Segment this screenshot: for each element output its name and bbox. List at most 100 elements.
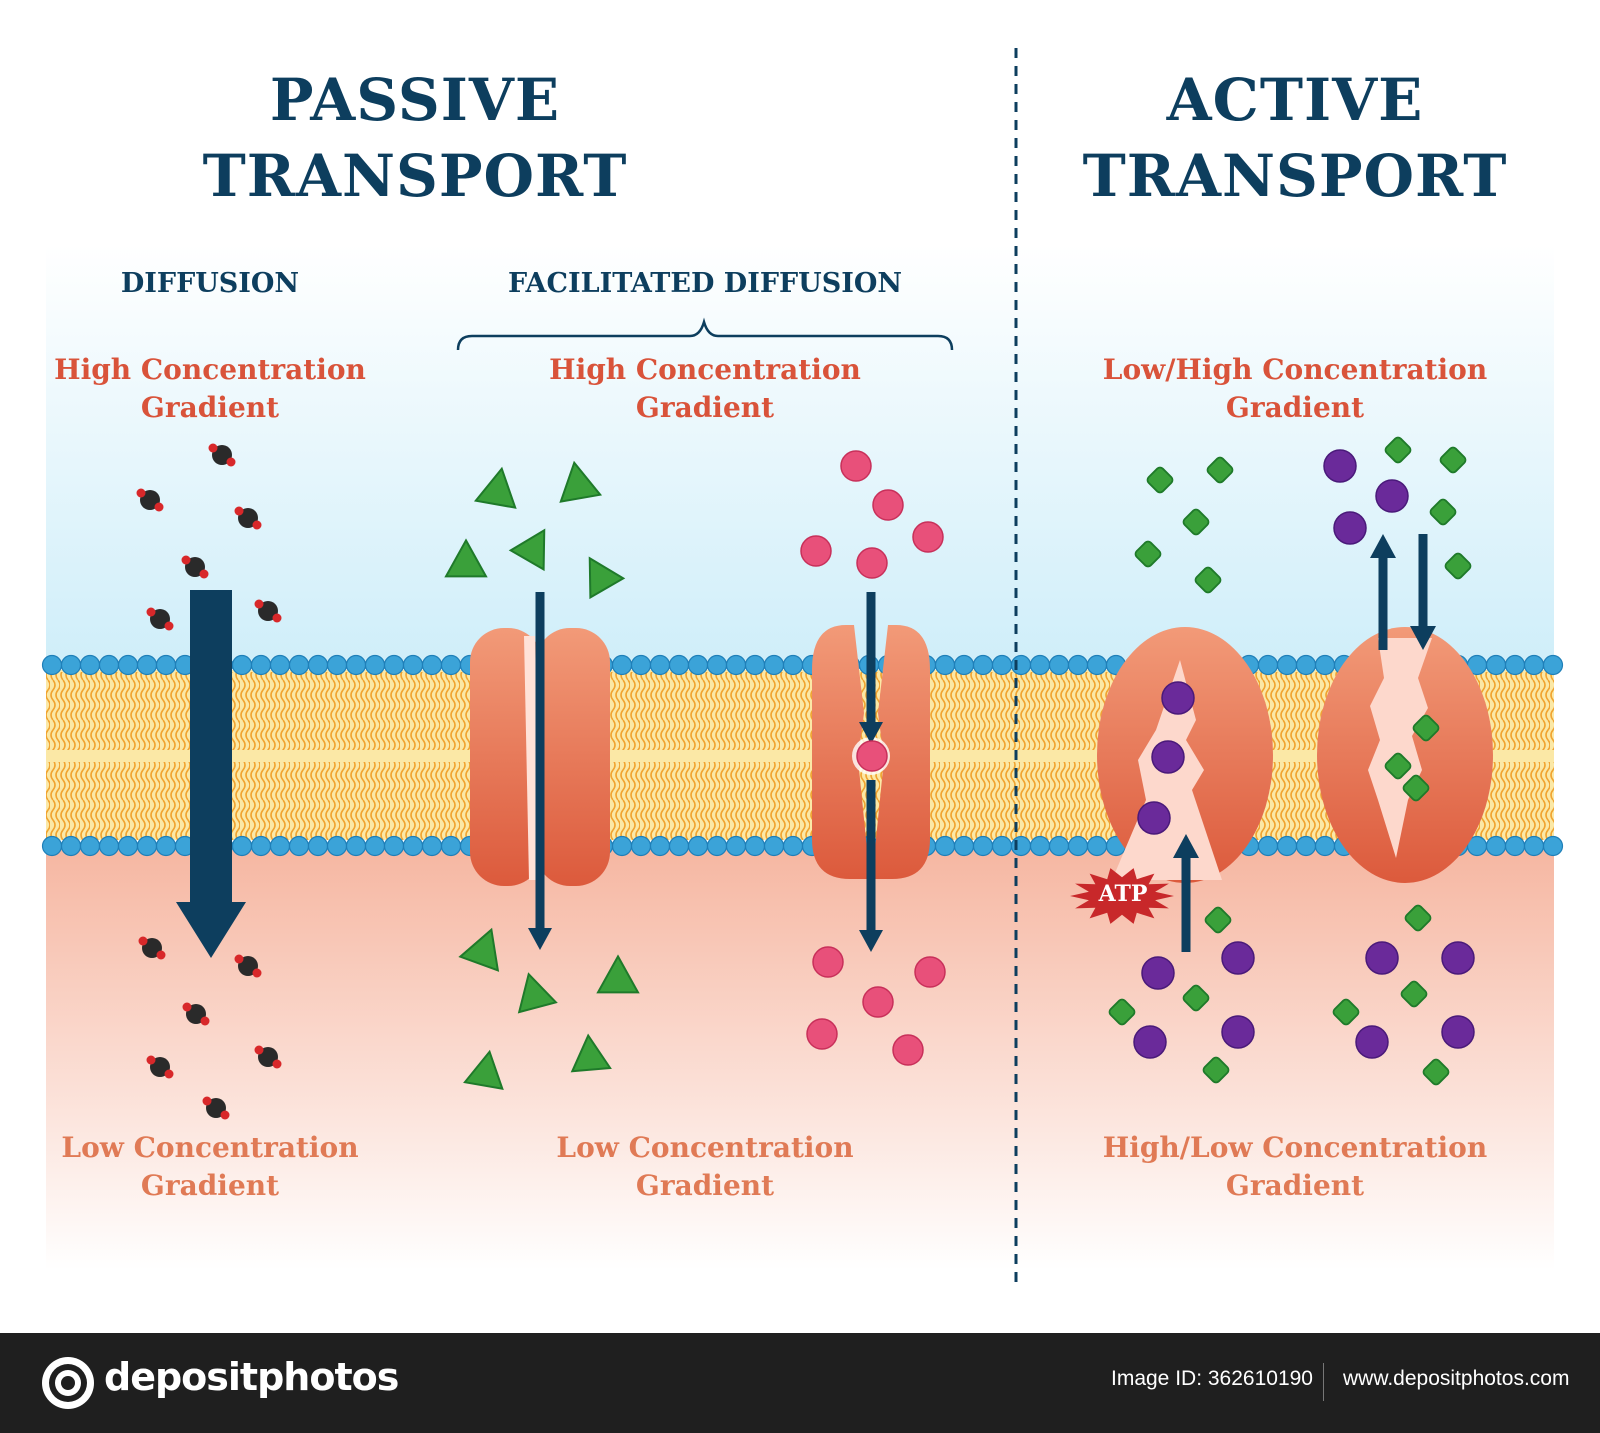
active-title-line1: ACTIVE: [1166, 66, 1424, 134]
phospholipid-head: [402, 654, 424, 676]
green-molecule: [1204, 906, 1232, 934]
pump-2-arrows: [1370, 534, 1436, 650]
facilitated-top-line2: Gradient: [635, 391, 775, 424]
atp-label: ATP: [1098, 881, 1148, 907]
green-molecule: [1202, 1056, 1230, 1084]
footer-bar: depositphotos Image ID: 362610190 www.de…: [0, 1333, 1600, 1433]
phospholipid-head: [155, 835, 177, 857]
purple-molecule: [1133, 1025, 1167, 1059]
diffusion-arrow: [176, 590, 246, 958]
phospholipid-head: [630, 654, 652, 676]
diffusion-molecule: [181, 555, 209, 579]
diffusion-top-line2: Gradient: [140, 391, 280, 424]
phospholipid-head: [1010, 654, 1032, 676]
facilitated-brace: [456, 317, 954, 351]
diffusion-bottom-line2: Gradient: [140, 1169, 280, 1202]
phospholipid-head: [611, 654, 633, 676]
footer-website: www.depositphotos.com: [1343, 1367, 1570, 1390]
passive-title-line2: TRANSPORT: [202, 142, 628, 210]
phospholipid-head: [345, 835, 367, 857]
phospholipid-head: [782, 835, 804, 857]
purple-molecule: [1365, 941, 1399, 975]
triangle-molecule: [463, 1049, 504, 1091]
pink-molecule: [856, 547, 888, 579]
purple-molecule: [1221, 1015, 1255, 1049]
active-bottom-gradient: High/Low Concentration Gradient: [1095, 1129, 1495, 1205]
phospholipid-head: [649, 654, 671, 676]
phospholipid-head: [934, 654, 956, 676]
diffusion-bottom-line1: Low Concentration: [61, 1131, 359, 1164]
green-molecule: [1422, 1058, 1450, 1086]
phospholipid-head: [79, 654, 101, 676]
phospholipid-head: [60, 654, 82, 676]
facilitated-diffusion-label: FACILITATED DIFFUSION: [507, 268, 903, 299]
footer-divider: [1323, 1363, 1324, 1401]
green-molecule: [1402, 774, 1430, 802]
channel-protein: [470, 628, 610, 886]
phospholipid-head: [250, 835, 272, 857]
phospholipid-head: [953, 654, 975, 676]
active-molecules: [1108, 436, 1475, 1086]
phospholipid-head: [953, 835, 975, 857]
phospholipid-head: [117, 654, 139, 676]
green-molecule: [1412, 714, 1440, 742]
diffusion-molecule: [254, 1045, 282, 1069]
phospholipid-head: [98, 654, 120, 676]
active-bottom-line1: High/Low Concentration: [1102, 1131, 1488, 1164]
pink-molecule: [892, 1034, 924, 1066]
purple-molecule: [1141, 956, 1175, 990]
phospholipid-head: [269, 654, 291, 676]
phospholipid-head: [421, 654, 443, 676]
green-molecule: [1384, 752, 1412, 780]
phospholipid-head: [41, 835, 63, 857]
triangle-molecule: [559, 460, 603, 503]
phospholipid-head: [706, 835, 728, 857]
carrier-arrow: [859, 592, 883, 952]
phospholipid-head: [1086, 654, 1108, 676]
phospholipid-head: [744, 835, 766, 857]
diffusion-molecule: [254, 599, 282, 623]
purple-molecule: [1323, 449, 1357, 483]
purple-molecule: [1441, 941, 1475, 975]
green-molecule: [1332, 998, 1360, 1026]
phospholipid-head: [1029, 835, 1051, 857]
footer-image-id: Image ID: 362610190: [1111, 1367, 1313, 1390]
phospholipid-head: [1485, 835, 1507, 857]
purple-molecule: [1161, 681, 1195, 715]
phospholipid-head: [763, 835, 785, 857]
phospholipid-head: [364, 835, 386, 857]
green-molecule: [1182, 984, 1210, 1012]
pink-molecule: [914, 956, 946, 988]
phospholipid-head: [1067, 654, 1089, 676]
phospholipid-head: [1542, 654, 1564, 676]
phospholipid-head: [440, 654, 462, 676]
purple-molecule: [1221, 941, 1255, 975]
green-molecule: [1146, 466, 1174, 494]
diffusion-molecule: [208, 443, 236, 467]
green-molecule: [1429, 498, 1457, 526]
triangle-molecule: [517, 972, 558, 1014]
phospholipid-head: [991, 654, 1013, 676]
green-molecule: [1400, 980, 1428, 1008]
phospholipid-head: [155, 654, 177, 676]
active-top-line1: Low/High Concentration: [1102, 353, 1488, 386]
purple-molecule: [1375, 479, 1409, 513]
phospholipid-head: [307, 654, 329, 676]
phospholipid-head: [1048, 654, 1070, 676]
channel-molecules: [444, 460, 640, 1091]
active-title: ACTIVE TRANSPORT: [1060, 62, 1530, 214]
intracellular-background: [46, 850, 1554, 1270]
passive-title-line1: PASSIVE: [269, 66, 561, 134]
phospholipid-head: [991, 835, 1013, 857]
pink-molecule: [800, 535, 832, 567]
phospholipid-head: [402, 835, 424, 857]
pink-molecule: [856, 740, 888, 772]
green-molecule: [1439, 446, 1467, 474]
diffusion-molecule: [234, 506, 262, 530]
triangle-molecule: [473, 466, 517, 509]
diffusion-molecule: [182, 1002, 210, 1026]
triangle-molecule: [570, 1033, 612, 1073]
phospholipid-head: [383, 654, 405, 676]
facilitated-bottom-gradient: Low Concentration Gradient: [535, 1129, 875, 1205]
diagram-art: [41, 48, 1564, 1285]
